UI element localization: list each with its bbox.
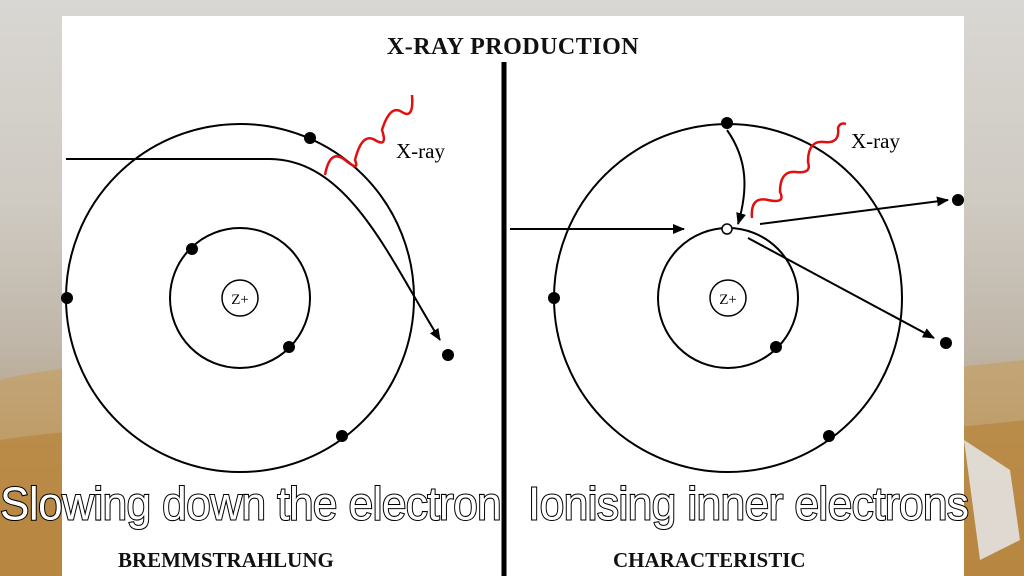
xray-label-right: X-ray — [851, 129, 900, 153]
electron-path — [66, 158, 441, 341]
slide-canvas: X-RAY PRODUCTION — [62, 16, 964, 576]
ejected-electron-path — [759, 196, 949, 225]
electron — [336, 430, 348, 442]
electron — [770, 341, 782, 353]
electron — [283, 341, 295, 353]
electron — [61, 292, 73, 304]
scattered-electron — [442, 349, 454, 361]
vacancy — [721, 223, 733, 235]
bremsstrahlung-panel — [61, 94, 454, 473]
xray-label-left: X-ray — [396, 139, 445, 163]
nucleus — [221, 279, 259, 317]
slide-title: X-RAY PRODUCTION — [386, 34, 640, 60]
ejected-electron — [952, 194, 964, 206]
electron — [548, 292, 560, 304]
electron — [721, 117, 733, 129]
label-bremsstrahlung: BREMMSTRAHLUNG — [118, 548, 334, 572]
transition-path — [726, 129, 746, 225]
scattered-electron — [940, 337, 952, 349]
electron — [823, 430, 835, 442]
label-characteristic: CHARACTERISTIC — [613, 548, 806, 572]
nucleus-label-right: Z+ — [719, 292, 737, 308]
xray-wave — [750, 122, 847, 219]
caption-ionising: Ionising inner electrons — [527, 478, 970, 532]
electron — [304, 132, 316, 144]
characteristic-panel — [510, 117, 964, 473]
inner-shell — [169, 227, 311, 369]
scattered-electron-path — [747, 237, 935, 339]
electron — [186, 243, 198, 255]
xray-wave — [323, 94, 414, 176]
nucleus — [709, 279, 747, 317]
caption-slowing-down: Slowing down the electron — [0, 478, 503, 532]
nucleus-label-left: Z+ — [231, 292, 249, 308]
